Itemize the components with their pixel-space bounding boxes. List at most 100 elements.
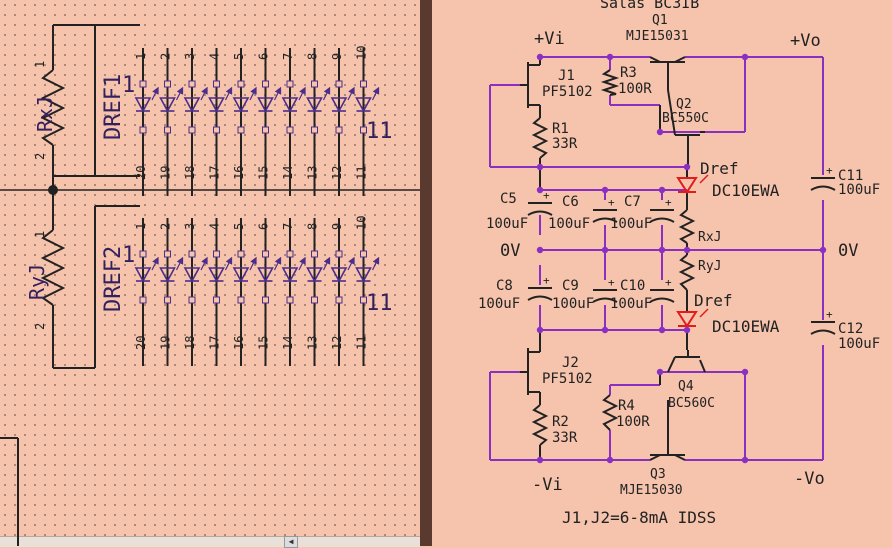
led-diode-icon bbox=[134, 267, 152, 283]
array-dref1-last-pin: 11 bbox=[366, 119, 393, 144]
r4-name: R4 bbox=[618, 398, 635, 414]
c7-value: 100uF bbox=[610, 216, 652, 232]
svg-text:+: + bbox=[826, 164, 833, 177]
r2-value: 33R bbox=[552, 430, 578, 446]
q4-part: BC560C bbox=[668, 396, 715, 411]
horizontal-scrollbar[interactable] bbox=[0, 536, 420, 547]
pin-number-top: 5 bbox=[232, 223, 246, 230]
svg-text:+: + bbox=[608, 196, 615, 209]
pin-number-top: 3 bbox=[183, 223, 197, 230]
r2-name: R2 bbox=[552, 414, 569, 430]
pin-number-bottom: 12 bbox=[330, 166, 344, 180]
resistor-label-rxj: RxJ bbox=[33, 96, 57, 132]
q3-part: MJE15030 bbox=[620, 483, 683, 498]
ryj-label: RyJ bbox=[698, 259, 721, 274]
c6-name: C6 bbox=[562, 194, 579, 210]
title-partial: Salas BC3IB bbox=[600, 0, 699, 12]
r1-name: R1 bbox=[552, 121, 569, 137]
led-diode-icon bbox=[355, 97, 372, 113]
led-diode-icon bbox=[183, 267, 201, 283]
led-diode-icon bbox=[257, 97, 274, 113]
led-diode-icon bbox=[257, 267, 274, 283]
pin-number-bottom: 16 bbox=[232, 336, 246, 350]
pin-number-top: 1 bbox=[134, 53, 148, 60]
pin-number-bottom: 19 bbox=[159, 336, 173, 350]
pin-number-top: 10 bbox=[355, 46, 369, 60]
c11-name: C11 bbox=[838, 168, 863, 184]
label-0v-left: 0V bbox=[500, 241, 520, 261]
pin-number-top: 5 bbox=[232, 53, 246, 60]
c8-name: C8 bbox=[496, 278, 513, 294]
j1-part: PF5102 bbox=[542, 84, 593, 100]
c6-value: 100uF bbox=[548, 216, 590, 232]
array-name-dref2: DREF2 bbox=[101, 246, 126, 312]
pin-2-label: 2 bbox=[33, 153, 47, 160]
array-dref1-first-pin: 1 bbox=[122, 73, 135, 98]
svg-text:+: + bbox=[543, 189, 550, 202]
q1-part: MJE15031 bbox=[626, 29, 689, 44]
q2-part: BC550C bbox=[662, 111, 709, 126]
c7-name: C7 bbox=[624, 194, 641, 210]
pin-number-top: 4 bbox=[208, 53, 222, 60]
junction-dots bbox=[536, 53, 827, 464]
r3-value: 100R bbox=[618, 81, 652, 97]
led-diode-icon bbox=[208, 267, 225, 283]
q1-name: Q1 bbox=[652, 13, 668, 28]
c5-value: 100uF bbox=[486, 216, 528, 232]
pin-number-bottom: 18 bbox=[183, 166, 197, 180]
pin-number-bottom: 14 bbox=[281, 336, 295, 350]
pin-number-top: 2 bbox=[159, 53, 173, 60]
q4-name: Q4 bbox=[678, 379, 694, 394]
pin-number-top: 6 bbox=[257, 53, 271, 60]
label-0v-right: 0V bbox=[838, 241, 858, 261]
c5-name: C5 bbox=[500, 191, 517, 207]
pane-divider[interactable] bbox=[420, 0, 432, 546]
j1-name: J1 bbox=[558, 68, 575, 84]
led-diode-icon bbox=[134, 97, 152, 113]
j2-name: J2 bbox=[562, 355, 579, 371]
pin-number-top: 8 bbox=[306, 223, 320, 230]
pin-number-top: 1 bbox=[134, 223, 148, 230]
led-diode-icon bbox=[232, 97, 250, 113]
array-dref2-last-pin: 11 bbox=[366, 291, 393, 316]
pin-number-bottom: 13 bbox=[306, 166, 320, 180]
pin-number-top: 9 bbox=[330, 53, 344, 60]
led-diode-icon bbox=[183, 97, 201, 113]
dref-top-part: DC10EWA bbox=[712, 181, 780, 200]
footnote: J1,J2=6-8mA IDSS bbox=[562, 508, 716, 527]
pin-number-top: 6 bbox=[257, 223, 271, 230]
led-diode-icon bbox=[306, 267, 323, 283]
pin-number-bottom: 20 bbox=[134, 166, 148, 180]
pin-number-top: 7 bbox=[281, 53, 295, 60]
pin-number-bottom: 12 bbox=[330, 336, 344, 350]
pin-number-top: 3 bbox=[183, 53, 197, 60]
array-name-dref1: DREF1 bbox=[101, 74, 126, 140]
c10-name: C10 bbox=[620, 278, 645, 294]
label-vo-neg: -Vo bbox=[794, 469, 825, 489]
pin-number-bottom: 14 bbox=[281, 166, 295, 180]
led-diode-icon bbox=[159, 97, 176, 113]
pin-number-top: 10 bbox=[355, 216, 369, 230]
c12-name: C12 bbox=[838, 321, 863, 337]
pin-number-top: 7 bbox=[281, 223, 295, 230]
pin-number-bottom: 17 bbox=[208, 336, 222, 350]
led-diode-icon bbox=[208, 97, 225, 113]
q3-name: Q3 bbox=[650, 467, 666, 482]
resistor-label-ryj: RyJ bbox=[25, 264, 49, 300]
svg-text:+: + bbox=[608, 276, 615, 289]
pin-2-label-bottom: 2 bbox=[33, 323, 47, 330]
dref-leds bbox=[676, 174, 709, 328]
led-diode-icon bbox=[330, 97, 348, 113]
pin-number-bottom: 11 bbox=[355, 166, 369, 180]
c9-value: 100uF bbox=[552, 296, 594, 312]
pin-number-top: 4 bbox=[208, 223, 222, 230]
c10-value: 100uF bbox=[610, 296, 652, 312]
led-diode-icon bbox=[281, 267, 299, 283]
svg-text:+: + bbox=[665, 196, 672, 209]
pin-number-top: 2 bbox=[159, 223, 173, 230]
svg-text:+: + bbox=[826, 308, 833, 321]
label-vo-pos: +Vo bbox=[790, 31, 821, 51]
c11-value: 100uF bbox=[838, 182, 880, 198]
